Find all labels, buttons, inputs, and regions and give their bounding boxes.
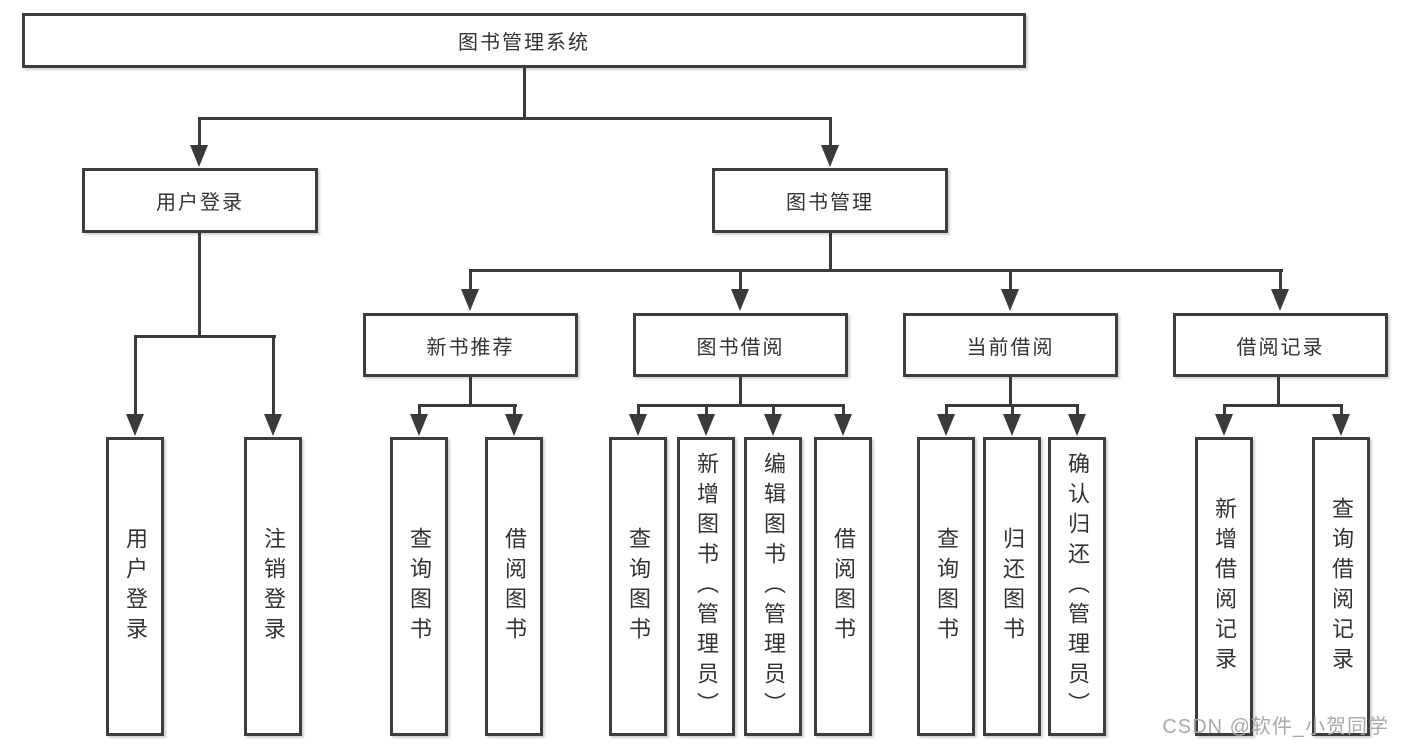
leaf-add-borrow-record: 新增借阅记录: [1195, 437, 1253, 736]
edge-root-drop-right: [829, 117, 832, 149]
node-label: 查询图书: [407, 526, 432, 647]
edge-recommend-stem: [469, 377, 472, 407]
edge-bookmgmt-drop-4: [1279, 269, 1282, 293]
node-label: 当前借阅: [966, 336, 1055, 359]
arrow-down-icon: [697, 414, 715, 436]
edge-recommend-drop-1: [418, 404, 421, 417]
edge-borrow-stem: [739, 377, 742, 407]
edge-bookmgmt-drop-3: [1009, 269, 1012, 293]
arrow-down-icon: [764, 414, 782, 436]
edge-borrow-drop-3: [772, 404, 775, 417]
arrow-down-icon: [821, 145, 839, 167]
node-borrow-records: 借阅记录: [1173, 313, 1388, 377]
node-label: 查询借阅记录: [1329, 496, 1354, 677]
edge-recommend-hbar: [418, 404, 517, 407]
edge-userlogin-hbar: [134, 335, 276, 338]
node-book-management: 图书管理: [712, 168, 948, 233]
node-label: 编辑图书（管理员）: [761, 451, 786, 722]
edge-current-drop-3: [1076, 404, 1079, 417]
node-new-book-recommend: 新书推荐: [363, 313, 578, 377]
arrow-down-icon: [731, 289, 749, 311]
edge-bookmgmt-drop-1: [469, 269, 472, 293]
edge-bookmgmt-drop-2: [739, 269, 742, 293]
node-label: 用户登录: [156, 192, 244, 214]
edge-current-stem: [1009, 377, 1012, 407]
node-label: 新增图书（管理员）: [694, 451, 719, 722]
edge-userlogin-drop-right: [272, 335, 275, 417]
arrow-down-icon: [1068, 414, 1086, 436]
node-label: 新增借阅记录: [1212, 496, 1237, 677]
edge-records-stem: [1277, 377, 1280, 407]
edge-borrow-drop-1: [637, 404, 640, 417]
arrow-down-icon: [461, 289, 479, 311]
leaf-query-books-borrow: 查询图书: [609, 437, 667, 736]
edge-bookmgmt-stem: [829, 233, 832, 272]
arrow-down-icon: [1332, 414, 1350, 436]
node-label: 注销登录: [261, 526, 286, 647]
node-label: 用户登录: [123, 526, 148, 647]
edge-current-drop-1: [945, 404, 948, 417]
node-label: 查询图书: [626, 526, 651, 647]
arrow-down-icon: [190, 145, 208, 167]
arrow-down-icon: [126, 414, 144, 436]
arrow-down-icon: [1215, 414, 1233, 436]
edge-recommend-drop-2: [513, 404, 516, 417]
leaf-edit-book-admin: 编辑图书（管理员）: [744, 437, 802, 736]
edge-root-drop-left: [198, 117, 201, 149]
leaf-borrow-books-recommend: 借阅图书: [485, 437, 543, 736]
node-label: 借阅图书: [831, 526, 856, 647]
node-label: 新书推荐: [426, 336, 515, 359]
edge-borrow-drop-2: [705, 404, 708, 417]
arrow-down-icon: [1003, 414, 1021, 436]
edge-userlogin-stem: [198, 233, 201, 338]
edge-borrow-drop-4: [842, 404, 845, 417]
node-label: 借阅记录: [1236, 336, 1325, 359]
leaf-query-books-current: 查询图书: [917, 437, 975, 736]
node-book-borrow: 图书借阅: [633, 313, 848, 377]
node-label: 确认归还（管理员）: [1065, 451, 1090, 722]
node-label: 图书借阅: [696, 336, 785, 359]
edge-root-hbar: [198, 117, 832, 120]
edge-bookmgmt-hbar: [469, 269, 1283, 272]
arrow-down-icon: [629, 414, 647, 436]
edge-borrow-hbar: [637, 404, 845, 407]
node-label: 图书管理: [786, 192, 874, 214]
leaf-confirm-return-admin: 确认归还（管理员）: [1048, 437, 1106, 736]
arrow-down-icon: [1271, 289, 1289, 311]
edge-userlogin-drop-left: [134, 335, 137, 417]
leaf-add-book-admin: 新增图书（管理员）: [677, 437, 735, 736]
csdn-watermark: CSDN @软件_小贺同学: [1162, 716, 1389, 738]
arrow-down-icon: [937, 414, 955, 436]
edge-records-hbar: [1223, 404, 1343, 407]
arrow-down-icon: [264, 414, 282, 436]
edge-records-drop-1: [1223, 404, 1226, 417]
node-label: 图书管理系统: [458, 32, 590, 54]
leaf-borrow-books: 借阅图书: [814, 437, 872, 736]
leaf-query-borrow-record: 查询借阅记录: [1312, 437, 1370, 736]
edge-root-stem: [523, 68, 526, 119]
leaf-user-login: 用户登录: [106, 437, 164, 736]
arrow-down-icon: [505, 414, 523, 436]
leaf-query-books-recommend: 查询图书: [390, 437, 448, 736]
arrow-down-icon: [1001, 289, 1019, 311]
leaf-logout: 注销登录: [244, 437, 302, 736]
arrow-down-icon: [834, 414, 852, 436]
node-label: 查询图书: [934, 526, 959, 647]
node-current-borrow: 当前借阅: [903, 313, 1118, 377]
edge-records-drop-2: [1340, 404, 1343, 417]
edge-current-drop-2: [1011, 404, 1014, 417]
node-root: 图书管理系统: [22, 13, 1026, 68]
node-user-login: 用户登录: [82, 168, 318, 233]
node-label: 借阅图书: [502, 526, 527, 647]
leaf-return-book: 归还图书: [983, 437, 1041, 736]
node-label: 归还图书: [1000, 526, 1025, 647]
arrow-down-icon: [410, 414, 428, 436]
